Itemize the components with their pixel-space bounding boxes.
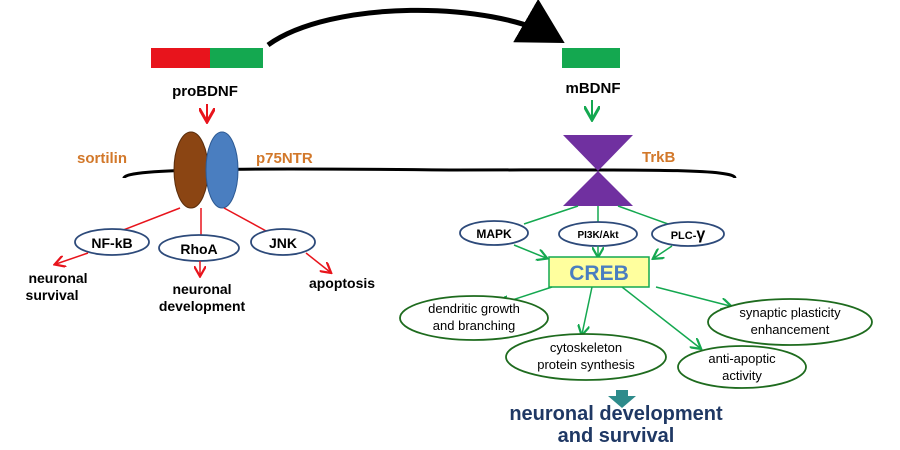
cytoskeleton-line2: protein synthesis — [537, 357, 635, 372]
dendritic-line1: dendritic growth — [428, 301, 520, 316]
line-to-mapk — [523, 205, 579, 225]
jnk-outcome-arrow — [305, 252, 330, 272]
line-to-plc — [617, 205, 669, 225]
creb-to-cytoskeleton-arrow — [582, 286, 593, 334]
plc-node — [651, 221, 725, 247]
creb-to-synaptic-arrow — [655, 286, 730, 306]
conversion-arrow — [266, 0, 565, 48]
nfkb-node — [74, 228, 150, 256]
plc-to-creb-arrow — [654, 245, 673, 258]
synaptic-plasticity-node — [707, 298, 873, 346]
neuronal-development-line1: neuronal — [172, 281, 231, 297]
line-to-jnk — [223, 207, 269, 233]
cytoskeleton-line1: cytoskeleton — [550, 340, 622, 355]
trkb-receptor-top — [563, 135, 633, 171]
plc-label: PLC-γ — [671, 226, 706, 243]
jnk-node — [250, 228, 316, 256]
line-to-nfkb — [117, 207, 181, 233]
dendritic-growth-node — [399, 295, 549, 341]
creb-to-antiapoptic-arrow — [621, 286, 700, 348]
mapk-node — [459, 220, 529, 246]
probdnf-green-segment — [210, 48, 263, 68]
outcome-line1: neuronal development — [509, 403, 723, 425]
apoptosis-label: apoptosis — [309, 275, 375, 291]
neuronal-development-line2: development — [159, 298, 246, 314]
mbdnf-label: mBDNF — [566, 80, 621, 97]
nfkb-outcome-arrow — [56, 252, 89, 264]
mbdnf-bar — [562, 48, 620, 68]
creb-box — [548, 256, 650, 288]
cell-membrane — [122, 167, 737, 179]
plc-gamma: γ — [696, 226, 705, 243]
antiapoptic-line1: anti-apoptic — [708, 351, 776, 366]
synaptic-line2: enhancement — [751, 322, 830, 337]
mapk-label: MAPK — [476, 227, 512, 241]
p75ntr-receptor — [205, 131, 239, 209]
sortilin-receptor — [173, 131, 209, 209]
jnk-label: JNK — [269, 235, 297, 251]
plc-text: PLC- — [671, 230, 697, 242]
synaptic-line1: synaptic plasticity — [739, 305, 841, 320]
outcome-line2: and survival — [558, 425, 675, 447]
p75ntr-label: p75NTR — [256, 150, 313, 167]
rhoa-label: RhoA — [180, 241, 217, 257]
pi3k-label: PI3K/Akt — [577, 230, 619, 241]
neuronal-survival-line1: neuronal — [28, 270, 87, 286]
trkb-label: TrkB — [642, 149, 676, 166]
dendritic-line2: and branching — [433, 318, 515, 333]
final-down-arrow — [608, 390, 636, 408]
probdnf-red-segment — [151, 48, 210, 68]
antiapoptic-line2: activity — [722, 368, 762, 383]
neuronal-survival-line2: survival — [26, 287, 79, 303]
probdnf-label: proBDNF — [172, 83, 238, 100]
sortilin-label: sortilin — [77, 150, 127, 167]
trkb-receptor-bottom — [563, 171, 633, 206]
cytoskeleton-node — [505, 333, 667, 381]
creb-label: CREB — [569, 262, 629, 285]
rhoa-node — [158, 234, 240, 262]
anti-apoptic-node — [677, 345, 807, 389]
nfkb-label: NF-kB — [91, 235, 132, 251]
mapk-to-creb-arrow — [513, 244, 546, 258]
